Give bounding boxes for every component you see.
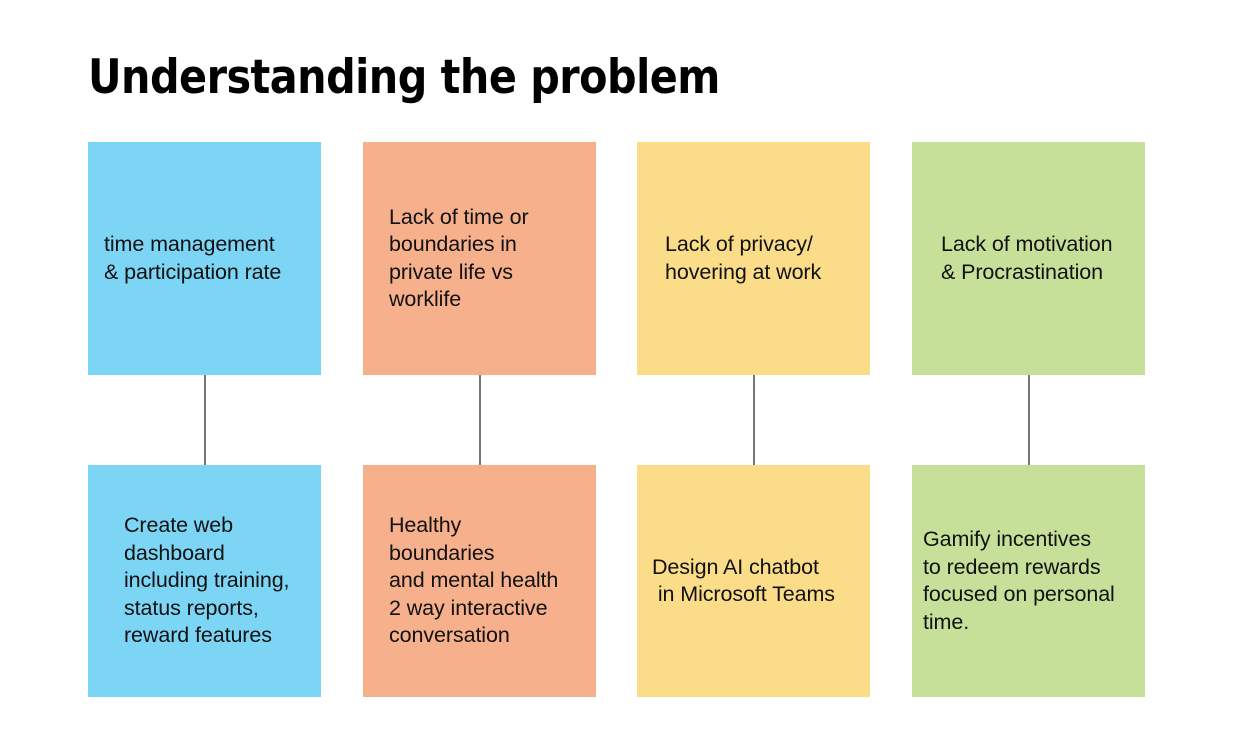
- solution-card-healthy-boundaries[interactable]: Healthy boundaries and mental health 2 w…: [363, 465, 596, 697]
- problem-card-privacy[interactable]: Lack of privacy/ hovering at work: [637, 142, 870, 375]
- solution-card-gamify[interactable]: Gamify incentives to redeem rewards focu…: [912, 465, 1145, 697]
- solution-card-text: Healthy boundaries and mental health 2 w…: [389, 513, 559, 648]
- connector-line-boundaries: [479, 375, 481, 465]
- solution-card-web-dashboard[interactable]: Create web dashboard including training,…: [88, 465, 321, 697]
- problem-card-text: Lack of time or boundaries in private li…: [389, 204, 529, 312]
- problem-card-motivation[interactable]: Lack of motivation & Procrastination: [912, 142, 1145, 375]
- connector-line-privacy: [753, 375, 755, 465]
- problem-card-boundaries[interactable]: Lack of time or boundaries in private li…: [363, 142, 596, 375]
- solution-card-ai-chatbot[interactable]: Design AI chatbot in Microsoft Teams: [637, 465, 870, 697]
- page-title: Understanding the problem: [88, 50, 720, 105]
- problem-card-text: Lack of motivation & Procrastination: [941, 232, 1113, 284]
- solution-card-text: Gamify incentives to redeem rewards focu…: [923, 527, 1115, 634]
- solution-card-text: Create web dashboard including training,…: [124, 513, 290, 648]
- problem-card-time-management[interactable]: time management & participation rate: [88, 142, 321, 375]
- connector-line-time-management: [204, 375, 206, 465]
- solution-card-text: Design AI chatbot in Microsoft Teams: [652, 554, 835, 607]
- problem-card-text: time management & participation rate: [104, 232, 282, 284]
- connector-line-motivation: [1028, 375, 1030, 465]
- problem-card-text: Lack of privacy/ hovering at work: [665, 232, 822, 284]
